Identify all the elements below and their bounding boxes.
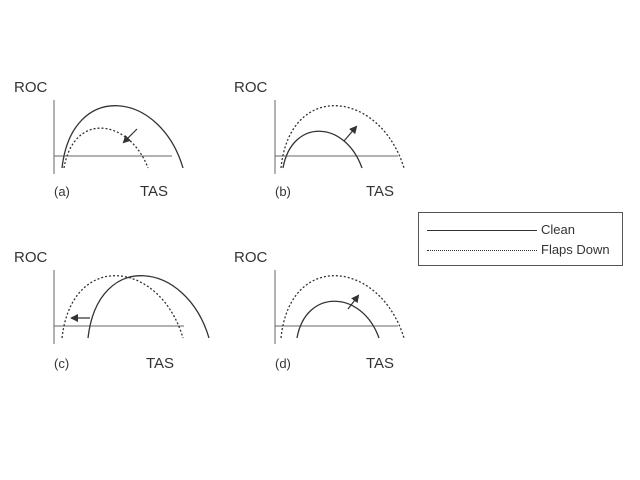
panel-b-clean-curve bbox=[282, 130, 363, 169]
legend-item-clean: Clean bbox=[419, 221, 622, 241]
legend-clean-label: Clean bbox=[541, 222, 575, 237]
panel-d bbox=[274, 270, 405, 344]
panel-c-y-label: ROC bbox=[14, 249, 48, 266]
panel-b bbox=[274, 100, 405, 174]
panel-a-arrow bbox=[122, 128, 138, 144]
panel-a-flaps-curve bbox=[63, 127, 149, 169]
panel-b-y-label: ROC bbox=[234, 79, 268, 96]
panel-d-tag: (d) bbox=[275, 356, 291, 371]
panel-c-tag: (c) bbox=[54, 356, 70, 371]
panel-d-clean-curve bbox=[296, 300, 380, 339]
panel-b-flaps-curve bbox=[280, 105, 405, 169]
panel-c-x-label: TAS bbox=[146, 355, 175, 372]
panel-c-flaps-curve bbox=[61, 275, 184, 339]
legend-flaps-label: Flaps Down bbox=[541, 242, 610, 257]
panel-a bbox=[53, 100, 184, 174]
panel-b-x-label: TAS bbox=[366, 183, 395, 200]
panel-c-clean-curve bbox=[87, 275, 210, 339]
legend-clean-line bbox=[427, 230, 537, 231]
panel-a-x-label: TAS bbox=[140, 183, 169, 200]
panel-b-arrow bbox=[343, 125, 358, 142]
panel-d-x-label: TAS bbox=[366, 355, 395, 372]
panel-a-y-label: ROC bbox=[14, 79, 48, 96]
panel-a-tag: (a) bbox=[54, 184, 70, 199]
panel-c bbox=[53, 270, 210, 344]
panel-d-arrow bbox=[347, 294, 360, 310]
legend: Clean Flaps Down bbox=[418, 212, 623, 266]
panel-d-y-label: ROC bbox=[234, 249, 268, 266]
legend-item-flaps: Flaps Down bbox=[419, 241, 622, 261]
panel-b-tag: (b) bbox=[275, 184, 291, 199]
panel-d-flaps-curve bbox=[280, 275, 405, 339]
legend-flaps-line bbox=[427, 250, 537, 251]
panel-a-clean-curve bbox=[61, 105, 184, 169]
